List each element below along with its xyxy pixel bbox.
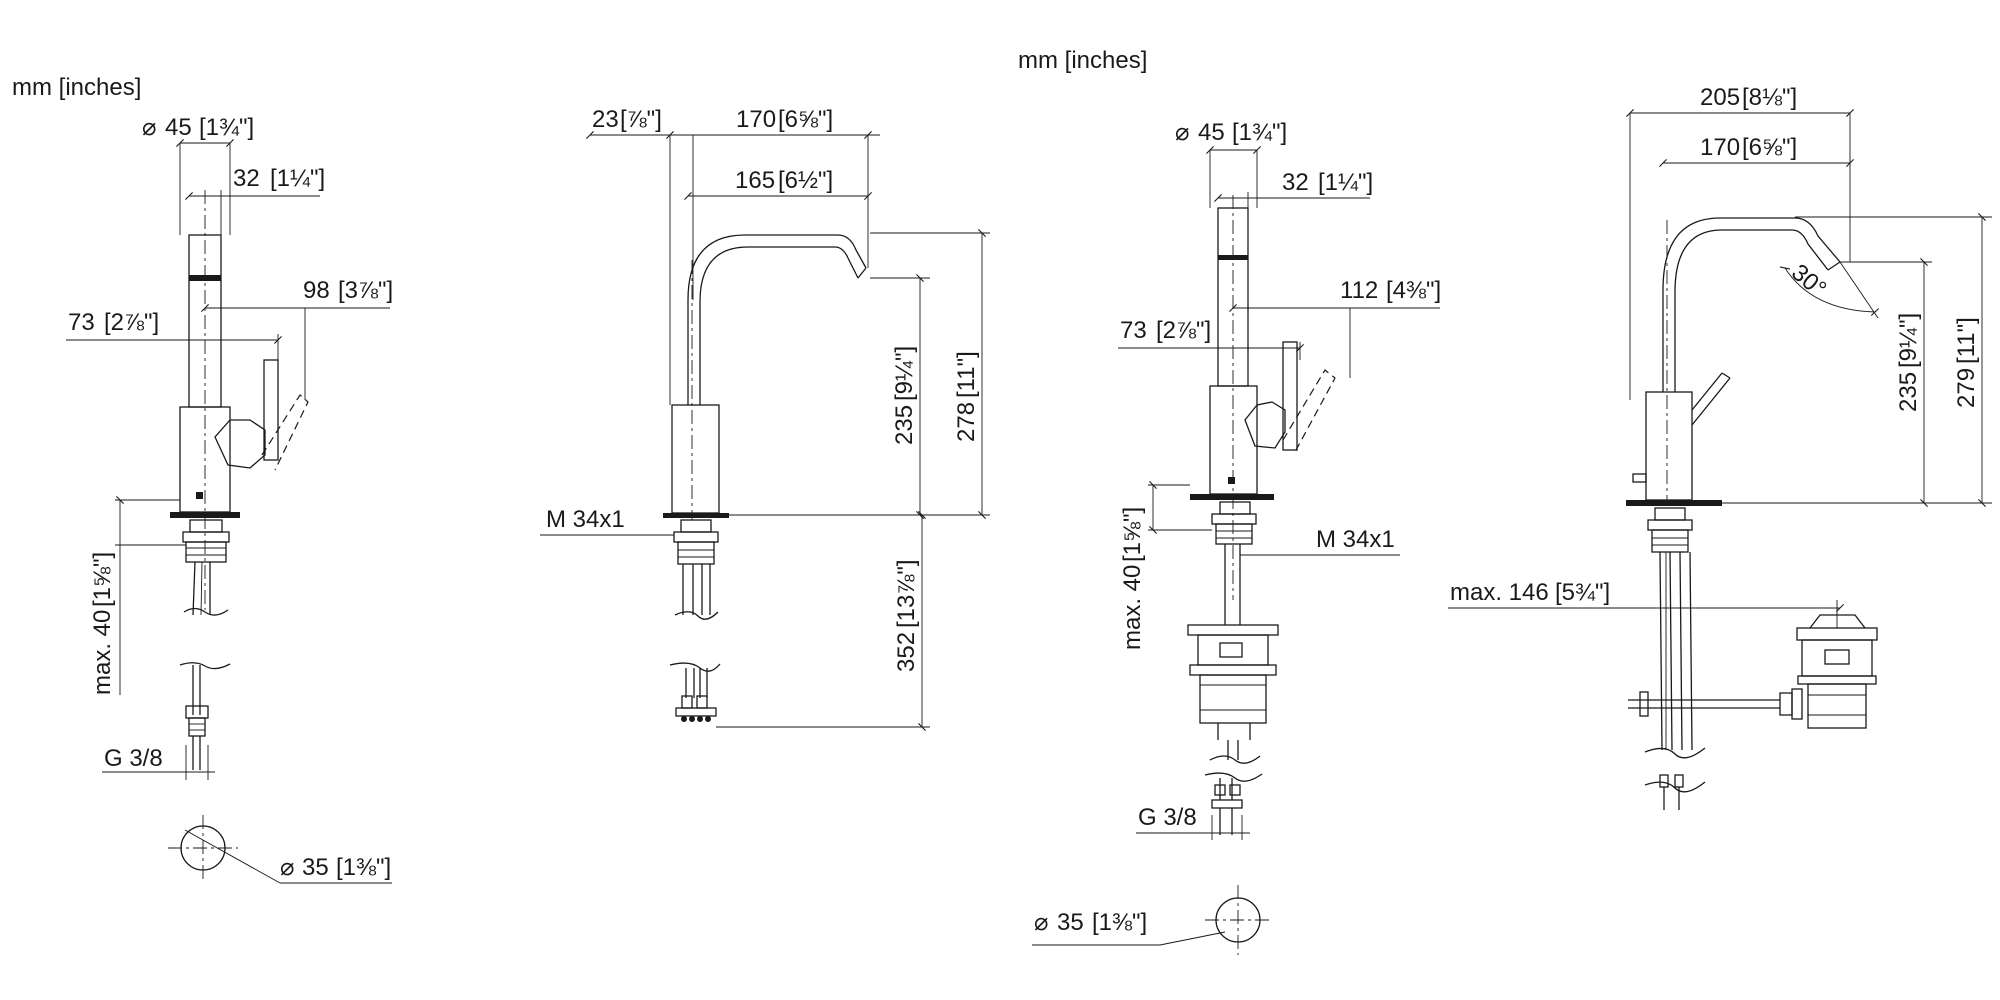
v4-max146: max. 146 — [1450, 579, 1549, 606]
units-label-left: mm [inches] — [12, 74, 141, 101]
v1-max40-in: [1⅝"] — [89, 552, 116, 607]
view-1-front: ⌀ 45 [1¾"] 32 [1¼"] 98 [3⅞"] 73 [2⅞"] ma… — [66, 114, 393, 884]
v2-d23-in: [⅞"] — [620, 106, 662, 133]
v2-d165-in: [6½"] — [778, 167, 833, 194]
v1-dia35-in: [1⅜"] — [336, 854, 391, 881]
v2-d235-in: [9¼"] — [891, 346, 918, 401]
view-3-front: ⌀ 45 [1¾"] 32 [1¼"] 112 [4⅜"] 73 [2⅞"] m… — [1032, 119, 1441, 955]
v2-d235: 235 — [891, 405, 918, 445]
v2-m34: M 34x1 — [546, 506, 625, 533]
v2-d278-in: [11"] — [953, 351, 980, 398]
v4-d235-in: [9¼"] — [1895, 313, 1922, 368]
v1-d73: 73 — [68, 309, 95, 336]
v1-dia45-in: [1¾"] — [199, 114, 254, 141]
v1-dia35-symbol: ⌀ — [280, 854, 294, 881]
v3-m34: M 34x1 — [1316, 526, 1395, 553]
v3-d112-in: [4⅜"] — [1386, 277, 1441, 304]
v3-dia35-symbol: ⌀ — [1034, 909, 1048, 936]
v1-dia-symbol: ⌀ — [142, 114, 156, 141]
view-4-side: 30° — [1448, 84, 1992, 810]
v3-dia-symbol: ⌀ — [1175, 119, 1189, 146]
v4-d279: 279 — [1953, 368, 1980, 408]
v1-d32: 32 — [233, 165, 260, 192]
v1-dia35: 35 — [302, 854, 329, 881]
v2-d352: 352 — [893, 632, 920, 672]
v3-g38: G 3/8 — [1138, 804, 1197, 831]
v1-d32-in: [1¼"] — [270, 165, 325, 192]
v3-d73-in: [2⅞"] — [1156, 317, 1211, 344]
v3-d73: 73 — [1120, 317, 1147, 344]
v3-dia35: 35 — [1057, 909, 1084, 936]
v3-dia35-in: [1⅜"] — [1092, 909, 1147, 936]
v4-d170: 170 — [1700, 134, 1740, 161]
view-2-side: 23 [⅞"] 170 [6⅝"] 165 [6½"] 235 [9¼"] 27… — [540, 106, 990, 731]
v1-d73-in: [2⅞"] — [104, 309, 159, 336]
v4-d279-in: [11"] — [1953, 317, 1980, 364]
v3-max40: max. 40 — [1119, 565, 1146, 650]
v2-d278: 278 — [953, 402, 980, 442]
v2-d352-in: [13⅞"] — [893, 559, 920, 628]
v4-d205-in: [8⅛"] — [1742, 84, 1797, 111]
v1-dia45: 45 — [165, 114, 192, 141]
v3-max40-in: [1⅝"] — [1119, 507, 1146, 562]
units-label-right: mm [inches] — [1018, 47, 1147, 74]
v4-d170-in: [6⅝"] — [1742, 134, 1797, 161]
v1-d98: 98 — [303, 277, 330, 304]
v4-max146-in: [5¾"] — [1555, 579, 1610, 606]
v3-dia45: 45 — [1198, 119, 1225, 146]
v4-d235: 235 — [1895, 372, 1922, 412]
v2-d23: 23 — [592, 106, 619, 133]
v3-dia45-in: [1¾"] — [1232, 119, 1287, 146]
v1-max40: max. 40 — [89, 610, 116, 695]
v1-g38: G 3/8 — [104, 745, 163, 772]
v3-d32-in: [1¼"] — [1318, 169, 1373, 196]
v3-d32: 32 — [1282, 169, 1309, 196]
v1-d98-in: [3⅞"] — [338, 277, 393, 304]
v3-d112: 112 — [1340, 277, 1378, 304]
v2-d170: 170 — [736, 106, 776, 133]
v4-d205: 205 — [1700, 84, 1740, 111]
v2-d165: 165 — [735, 167, 775, 194]
v2-d170-in: [6⅝"] — [778, 106, 833, 133]
